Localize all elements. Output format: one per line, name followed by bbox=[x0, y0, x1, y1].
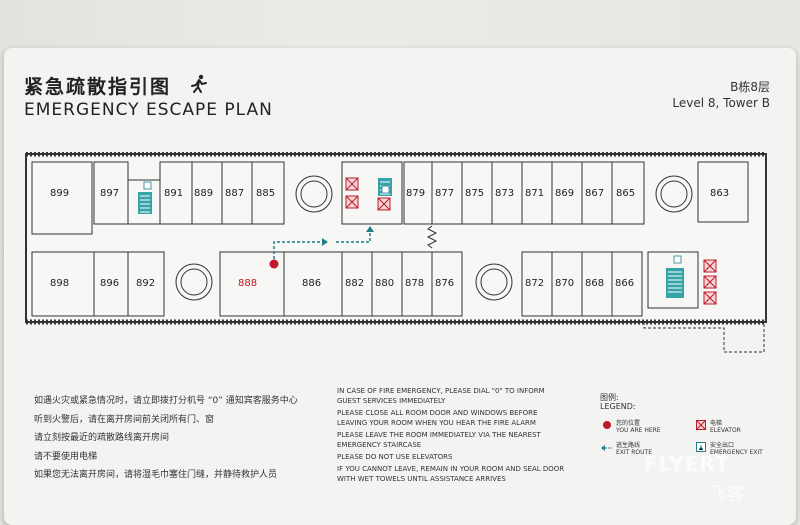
instruction-en: IF YOU CANNOT LEAVE, REMAIN IN YOUR ROOM… bbox=[337, 465, 565, 483]
emergency-exit-icon bbox=[143, 181, 682, 264]
room-number: 869 bbox=[555, 188, 574, 199]
instruction-en: PLEASE CLOSE ALL ROOM DOOR AND WINDOWS B… bbox=[337, 409, 538, 427]
room-number: 889 bbox=[194, 188, 213, 199]
room-number: 866 bbox=[615, 278, 634, 289]
room-number: 885 bbox=[256, 188, 275, 199]
right-core bbox=[647, 251, 699, 309]
building-hatch bbox=[26, 152, 766, 325]
room-number: 877 bbox=[435, 188, 454, 199]
watermark-brand-cn: 飞客 bbox=[708, 484, 744, 505]
running-person-icon bbox=[191, 74, 207, 93]
room-number: 887 bbox=[225, 188, 244, 199]
room-number: 899 bbox=[50, 188, 69, 199]
you-are-here-marker bbox=[269, 259, 279, 269]
instruction-cn: 如果您无法离开房间，请将湿毛巾塞住门缝，并静待救护人员 bbox=[34, 470, 278, 480]
level-english: Level 8, Tower B bbox=[672, 96, 770, 110]
legend-title-en: LEGEND: bbox=[600, 402, 636, 411]
floor-plan: 899 897 891 889 887 885 879 877 875 873 … bbox=[25, 152, 767, 353]
central-core bbox=[341, 161, 403, 225]
current-room-number: 888 bbox=[238, 278, 257, 289]
room-number: 876 bbox=[435, 278, 454, 289]
room-labels: 899 897 891 889 887 885 879 877 875 873 … bbox=[50, 188, 729, 289]
room-number: 863 bbox=[710, 188, 729, 199]
instruction-cn: 请立刻按最近的疏散路线离开房间 bbox=[34, 433, 170, 443]
room-number: 882 bbox=[345, 278, 364, 289]
room-number: 880 bbox=[375, 278, 394, 289]
room-number: 886 bbox=[302, 278, 321, 289]
circular-shafts bbox=[175, 175, 693, 301]
room-number: 870 bbox=[555, 278, 574, 289]
instruction-cn: 请不要使用电梯 bbox=[34, 451, 98, 462]
exit-route-arrow bbox=[322, 238, 328, 246]
instruction-cn: 如遇火灾或紧急情况时，请立即拨打分机号 “0” 通知宾客服务中心 bbox=[34, 396, 298, 406]
level-chinese: B栋8层 bbox=[730, 80, 770, 94]
instruction-en: PLEASE DO NOT USE ELEVATORS bbox=[337, 453, 453, 461]
room-number: 867 bbox=[585, 188, 604, 199]
instruction-en: PLEASE LEAVE THE ROOM IMMEDIATELY VIA TH… bbox=[337, 431, 541, 449]
room-number: 872 bbox=[525, 278, 544, 289]
instructions-chinese: 如遇火灾或紧急情况时，请立即拨打分机号 “0” 通知宾客服务中心 听到火警后，请… bbox=[34, 392, 298, 485]
room-number: 892 bbox=[136, 278, 155, 289]
exit-route-arrow-2 bbox=[366, 226, 374, 232]
instruction-cn: 听到火警后，请在离开房间前关闭所有门、窗 bbox=[34, 414, 215, 425]
instruction-en: IN CASE OF FIRE EMERGENCY, PLEASE DIAL "… bbox=[337, 387, 545, 405]
zigzag-partition bbox=[426, 225, 438, 249]
room-number: 897 bbox=[100, 188, 119, 199]
title-english: EMERGENCY ESCAPE PLAN bbox=[24, 100, 273, 120]
title-chinese: 紧急疏散指引图 bbox=[24, 76, 172, 98]
room-number: 878 bbox=[405, 278, 424, 289]
legend-title-cn: 图例: bbox=[600, 393, 619, 402]
room-number: 875 bbox=[465, 188, 484, 199]
watermark-brand: FLYERT bbox=[644, 452, 730, 476]
elevator-icon bbox=[345, 177, 391, 211]
corridor bbox=[94, 224, 694, 252]
room-number: 896 bbox=[100, 278, 119, 289]
top-rooms-left bbox=[31, 161, 285, 235]
room-number: 879 bbox=[406, 188, 425, 199]
room-number: 873 bbox=[495, 188, 514, 199]
room-number: 898 bbox=[50, 278, 69, 289]
exit-route-legend-icon bbox=[601, 445, 612, 451]
elevator-icon-right bbox=[703, 259, 717, 305]
exit-route-path bbox=[273, 241, 326, 264]
building-step bbox=[643, 322, 765, 353]
emergency-exit-legend-icon bbox=[696, 442, 706, 452]
instructions-english: IN CASE OF FIRE EMERGENCY, PLEASE DIAL "… bbox=[337, 386, 567, 486]
room-number: 865 bbox=[616, 188, 635, 199]
elevator-legend-icon bbox=[696, 420, 706, 430]
room-number: 868 bbox=[585, 278, 604, 289]
exit-route-path-2 bbox=[336, 230, 371, 243]
room-number: 891 bbox=[164, 188, 183, 199]
top-rooms-right bbox=[403, 161, 749, 225]
room-number: 871 bbox=[525, 188, 544, 199]
you-are-here-legend-icon bbox=[603, 421, 611, 429]
escape-plan-sign: 紧急疏散指引图 EMERGENCY ESCAPE PLAN B栋8层 Level… bbox=[4, 48, 796, 525]
bottom-rooms bbox=[31, 251, 643, 317]
